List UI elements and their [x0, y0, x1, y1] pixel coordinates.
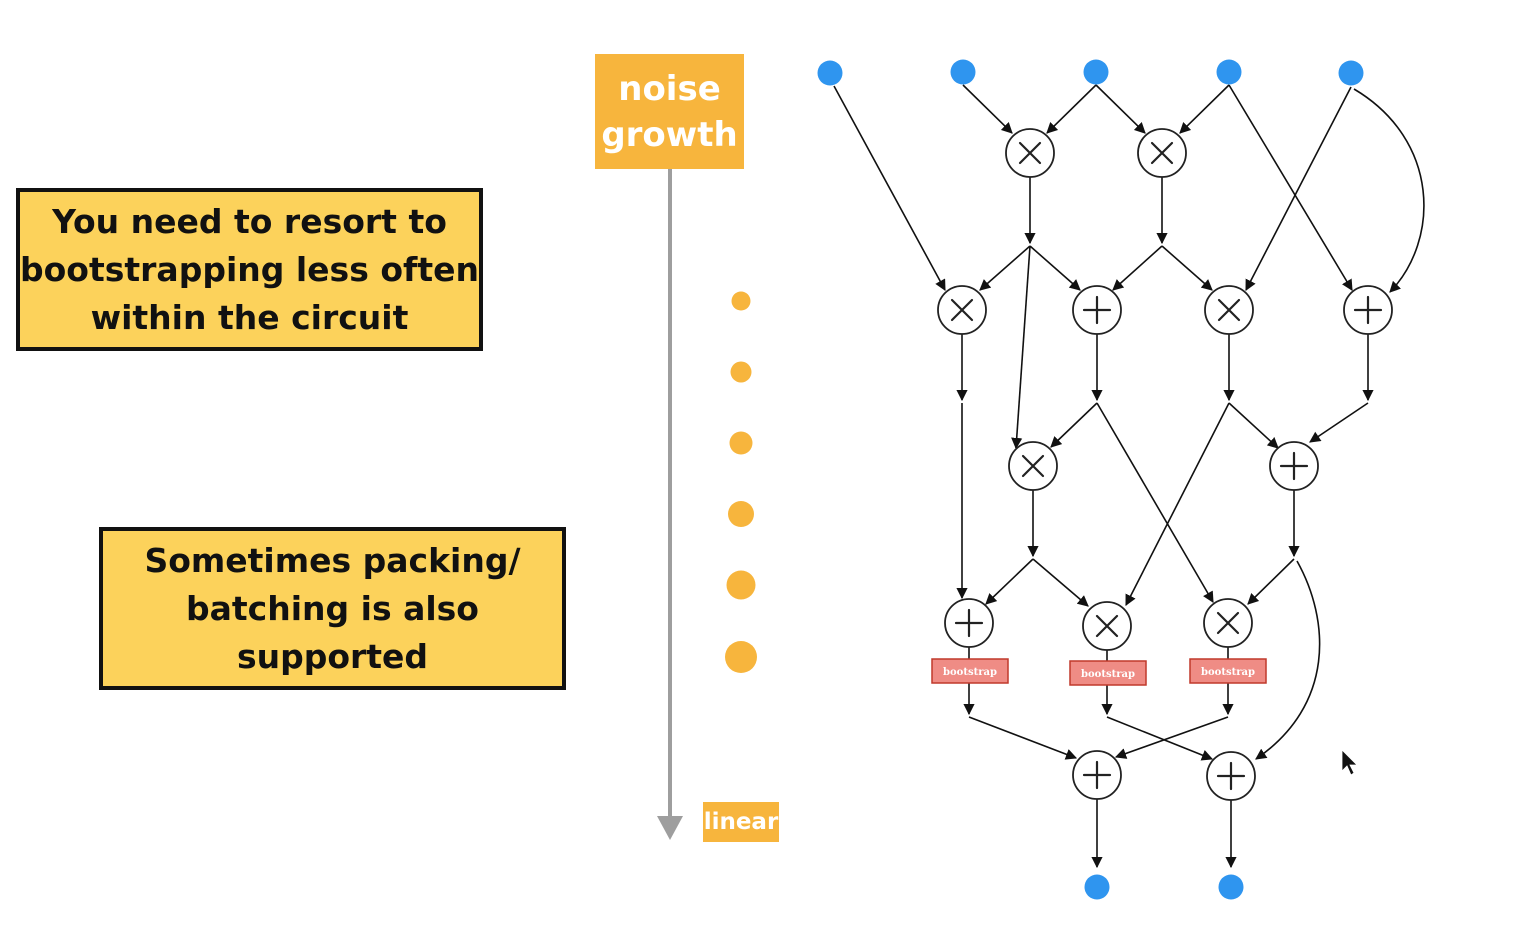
noise-axis-arrowhead — [657, 816, 683, 840]
edge — [1353, 88, 1425, 293]
add-icon — [1353, 295, 1383, 325]
add-icon — [1279, 451, 1309, 481]
edge — [1106, 716, 1214, 761]
linear-label: linear — [703, 802, 779, 842]
input-node — [1083, 59, 1109, 85]
noise-dot — [730, 361, 752, 383]
edge — [1179, 84, 1230, 134]
bootstrap-box: bootstrap — [1189, 658, 1267, 684]
multiply-node — [1082, 601, 1132, 651]
multiply-icon — [1150, 141, 1174, 165]
edge — [968, 716, 1078, 760]
edge — [1050, 402, 1098, 448]
input-node — [1216, 59, 1242, 85]
operator-nodes — [937, 128, 1393, 801]
input-node — [817, 60, 843, 86]
edge — [1228, 402, 1279, 449]
edge — [1245, 86, 1352, 291]
edge — [985, 558, 1034, 605]
multiply-icon — [1018, 141, 1042, 165]
edge — [1161, 245, 1213, 291]
add-icon — [1216, 761, 1246, 791]
multiply-icon — [1095, 614, 1119, 638]
multiply-node — [1203, 598, 1253, 648]
bootstrap-label: bootstrap — [1081, 669, 1135, 680]
edge — [1309, 402, 1369, 443]
output-nodes — [1084, 874, 1244, 900]
bootstrap-boxes: bootstrap bootstrap bootstrap — [931, 658, 1267, 686]
add-icon — [954, 608, 984, 638]
bootstrap-label: bootstrap — [1201, 667, 1255, 678]
multiply-node — [1204, 285, 1254, 335]
bootstrap-label: bootstrap — [943, 667, 997, 678]
bootstrap-box: bootstrap — [1069, 660, 1147, 686]
multiply-icon — [950, 298, 974, 322]
add-node — [1072, 750, 1122, 800]
multiply-icon — [1216, 611, 1240, 635]
multiply-node — [937, 285, 987, 335]
mouse-cursor-icon — [1341, 749, 1358, 776]
add-node — [1343, 285, 1393, 335]
edge — [1046, 84, 1097, 134]
edge — [1112, 245, 1163, 291]
edge — [1096, 402, 1214, 603]
noise-dot — [726, 570, 756, 600]
packing-callout: Sometimes packing/ batching is also supp… — [99, 527, 566, 690]
multiply-icon — [1217, 298, 1241, 322]
multiply-node — [1008, 441, 1058, 491]
add-node — [1206, 751, 1256, 801]
bootstrap-box: bootstrap — [931, 658, 1009, 684]
edge — [1114, 716, 1229, 759]
noise-growth-label: noise growth — [595, 54, 744, 169]
edge — [1011, 245, 1031, 450]
add-icon — [1082, 295, 1112, 325]
edge — [833, 85, 946, 291]
noise-axis — [657, 169, 683, 840]
circuit-edges — [833, 84, 1425, 869]
input-node — [950, 59, 976, 85]
edge — [979, 245, 1031, 291]
noise-dot — [729, 431, 753, 455]
output-node — [1218, 874, 1244, 900]
edge — [1029, 245, 1081, 291]
noise-dot — [725, 641, 757, 673]
add-node — [1269, 441, 1319, 491]
noise-dot — [728, 501, 754, 527]
add-node — [1072, 285, 1122, 335]
multiply-node — [1005, 128, 1055, 178]
multiply-node — [1137, 128, 1187, 178]
output-node — [1084, 874, 1110, 900]
input-nodes — [817, 59, 1364, 86]
edge — [1032, 558, 1089, 607]
edge — [1228, 84, 1353, 291]
noise-dot — [731, 291, 751, 311]
input-node — [1338, 60, 1364, 86]
edge — [1125, 402, 1230, 606]
edge — [1095, 84, 1146, 134]
noise-dots — [725, 291, 757, 673]
edge — [1247, 558, 1295, 605]
edge — [962, 84, 1013, 134]
bootstrapping-callout: You need to resort to bootstrapping less… — [16, 188, 483, 351]
edge — [1255, 560, 1321, 760]
add-node — [944, 598, 994, 648]
multiply-icon — [1021, 454, 1045, 478]
add-icon — [1082, 760, 1112, 790]
